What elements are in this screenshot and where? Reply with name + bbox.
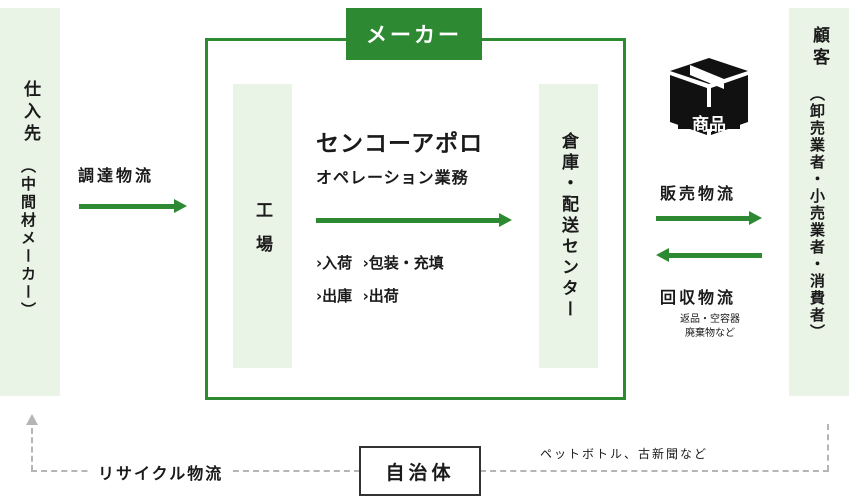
recovery-flow-label: 回収物流 [660,288,737,307]
recovery-note-2: 廃棄物など [685,328,735,339]
recycle-flow-label: リサイクル物流 [90,460,232,484]
factory-panel: 工 場 [233,84,292,368]
product-box-icon [666,55,752,139]
warehouse-label: 倉庫・配送センター [558,131,578,321]
company-name: センコーアポロ [316,131,484,157]
recycle-line-left [31,428,33,471]
tasks-row-1: ›入荷 ›包装・充填 [316,254,444,272]
recycle-arrow-head-icon [26,414,38,425]
procurement-arrow [79,199,187,213]
operations-arrow [316,213,512,227]
recovery-arrow [656,248,762,262]
municipality-box: 自治体 [359,446,481,496]
supplier-panel: 仕入先 （中間材メーカー） [0,8,60,396]
customer-title: 顧客 [809,26,829,70]
factory-label: 工 場 [252,200,272,252]
recycle-items: ペットボトル、古新聞など [540,447,709,461]
tasks-row-2: ›出庫 ›出荷 [316,287,399,305]
supplier-title: 仕入先 [20,80,40,146]
customer-panel: 顧客 （卸売業者・小売業者・消費者） [789,8,849,396]
warehouse-panel: 倉庫・配送センター [539,84,598,368]
procurement-flow-label: 調達物流 [78,166,155,185]
sales-flow-label: 販売物流 [660,184,737,203]
sales-arrow [656,211,762,225]
supplier-subtitle: （中間材メーカー） [19,158,37,320]
recovery-note-1: 返品・空容器 [680,314,740,325]
recycle-line-right [827,424,829,471]
product-label: 商品 [692,115,726,135]
customer-subtitle: （卸売業者・小売業者・消費者） [808,86,826,341]
company-operations: オペレーション業務 [316,168,469,187]
recycle-line-bottom-right [480,470,829,472]
maker-label: メーカー [346,8,482,60]
